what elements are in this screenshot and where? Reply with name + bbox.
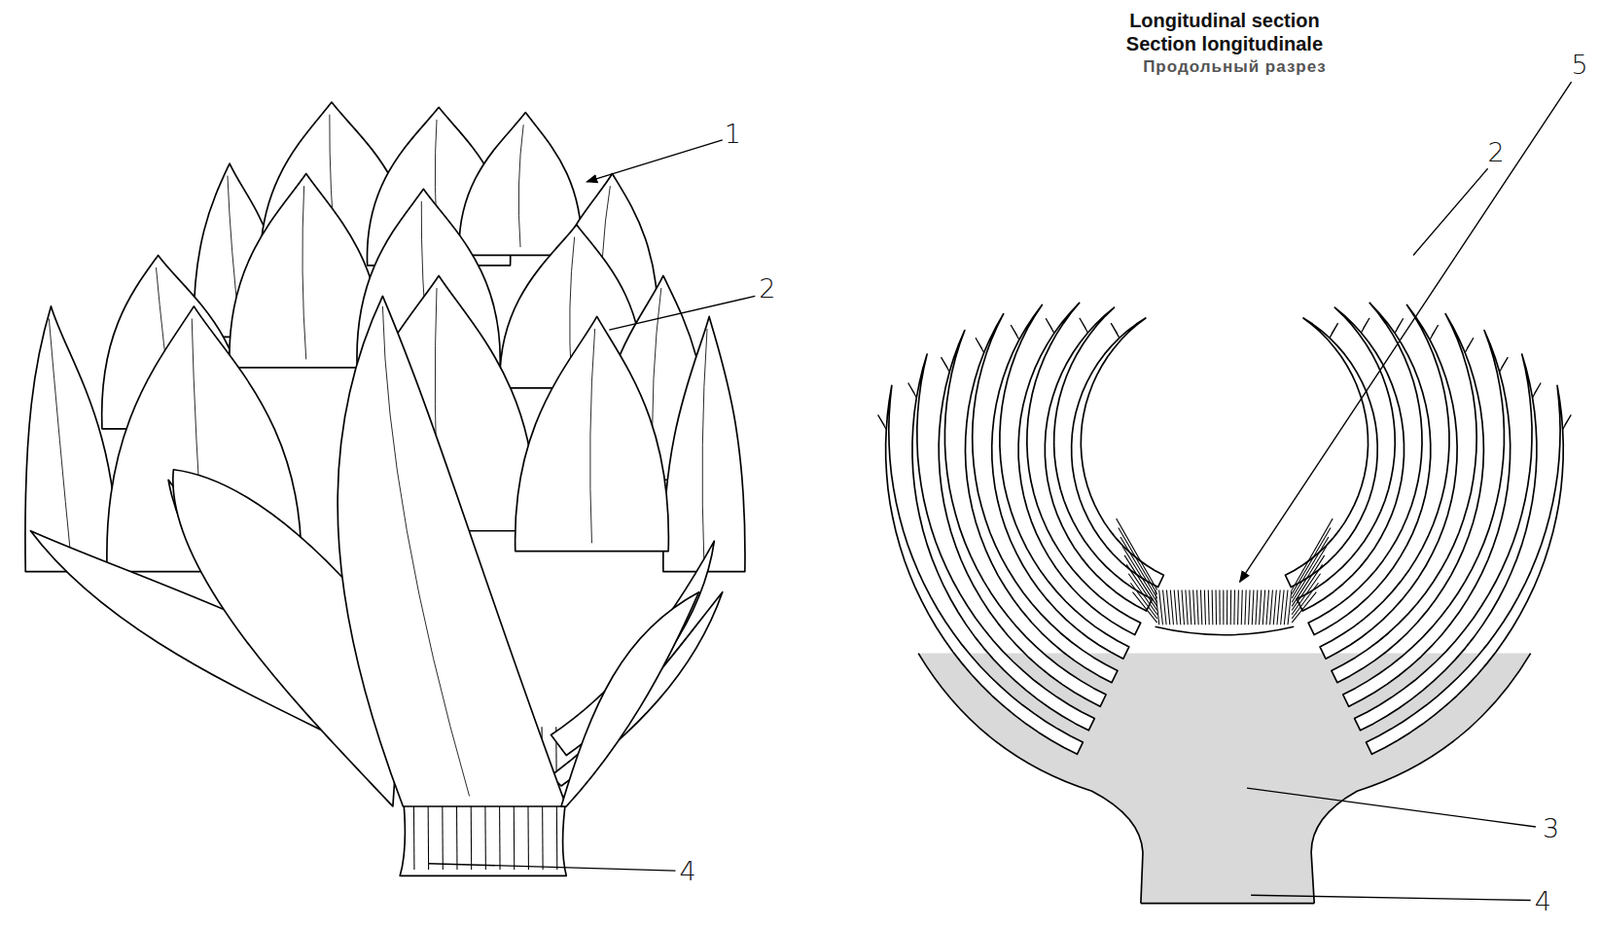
floret <box>1211 590 1214 626</box>
floret <box>1237 590 1240 626</box>
floret-base <box>1155 626 1295 635</box>
floret <box>1291 518 1333 590</box>
callout-number: 2 <box>758 274 776 304</box>
floret <box>1170 590 1174 626</box>
floret <box>1193 590 1196 626</box>
bract <box>561 592 700 807</box>
floret <box>1259 590 1262 626</box>
bract <box>25 306 118 572</box>
floret <box>1273 590 1277 626</box>
floret <box>1163 590 1168 626</box>
floret <box>1222 590 1224 626</box>
section-heading: Продольный разрез <box>1142 58 1327 77</box>
bract-spine <box>1394 319 1403 334</box>
bract <box>459 112 582 256</box>
floret <box>1241 590 1243 626</box>
bract-spine <box>1429 325 1438 341</box>
floret <box>1251 590 1254 626</box>
bract-spine <box>975 338 984 354</box>
floret <box>1291 528 1331 595</box>
floret <box>1197 590 1200 626</box>
bract <box>515 316 670 551</box>
floret <box>1177 590 1181 626</box>
floret <box>1181 590 1184 626</box>
floret <box>1233 590 1236 626</box>
callout-number: 3 <box>1542 814 1560 844</box>
bract-spine <box>878 415 887 430</box>
floret <box>1280 590 1284 626</box>
floret <box>1244 590 1246 626</box>
receptacle <box>918 653 1530 904</box>
floret <box>1215 590 1218 626</box>
floret <box>1173 590 1177 626</box>
floret <box>1200 590 1202 626</box>
floret <box>1287 590 1292 626</box>
floret <box>1185 590 1188 626</box>
bract-midrib <box>590 328 596 543</box>
floret <box>1122 545 1158 603</box>
floret <box>1262 590 1265 626</box>
floret <box>1120 536 1158 599</box>
callout-number: 2 <box>1487 139 1504 169</box>
floret <box>1277 590 1280 626</box>
bract-section <box>1071 318 1165 588</box>
bract-midrib <box>382 306 469 797</box>
bract-spine <box>1110 323 1119 339</box>
section-heading: Longitudinal section <box>1129 9 1320 32</box>
callout-number: 1 <box>724 120 742 150</box>
floret <box>1159 590 1164 626</box>
bract <box>337 295 567 807</box>
floret <box>1255 590 1258 626</box>
floret <box>1116 518 1158 590</box>
bract-midrib <box>702 328 708 564</box>
bract <box>663 316 746 571</box>
bract-spine <box>908 383 917 398</box>
floret <box>1291 564 1322 610</box>
floret <box>1126 564 1157 610</box>
bract-spine <box>1464 338 1473 354</box>
bract-spine <box>1499 357 1508 373</box>
floret <box>1218 590 1220 626</box>
bract-spine <box>941 357 950 373</box>
bract-midrib <box>518 124 524 248</box>
bract-spine <box>1329 323 1338 339</box>
bract-spine <box>1360 318 1369 333</box>
floret <box>1248 590 1250 626</box>
bract-spine <box>1045 319 1054 334</box>
bract-spine <box>1532 383 1541 398</box>
section-heading: Section longitudinale <box>1126 33 1323 55</box>
floret <box>1270 590 1274 626</box>
floret <box>1189 590 1192 626</box>
floret <box>1226 590 1228 626</box>
floret <box>1266 590 1270 626</box>
bract-spine <box>1079 318 1088 333</box>
floret <box>1291 536 1329 599</box>
bract-spine <box>1563 415 1571 430</box>
callout-number: 4 <box>679 856 697 887</box>
bract-midrib <box>48 319 72 565</box>
bract-midrib <box>302 185 307 359</box>
stem <box>399 795 567 876</box>
floret <box>1291 545 1327 603</box>
floret <box>1118 528 1158 595</box>
floret <box>1204 590 1206 626</box>
callout-number: 5 <box>1570 50 1588 80</box>
section-outline <box>1140 902 1315 905</box>
callout-number: 4 <box>1534 888 1552 918</box>
floret <box>1208 590 1210 626</box>
floret <box>1230 590 1232 626</box>
floret <box>1283 590 1288 626</box>
bract-spine <box>1010 325 1019 341</box>
bract-section <box>1284 318 1378 588</box>
floret <box>1166 590 1170 626</box>
